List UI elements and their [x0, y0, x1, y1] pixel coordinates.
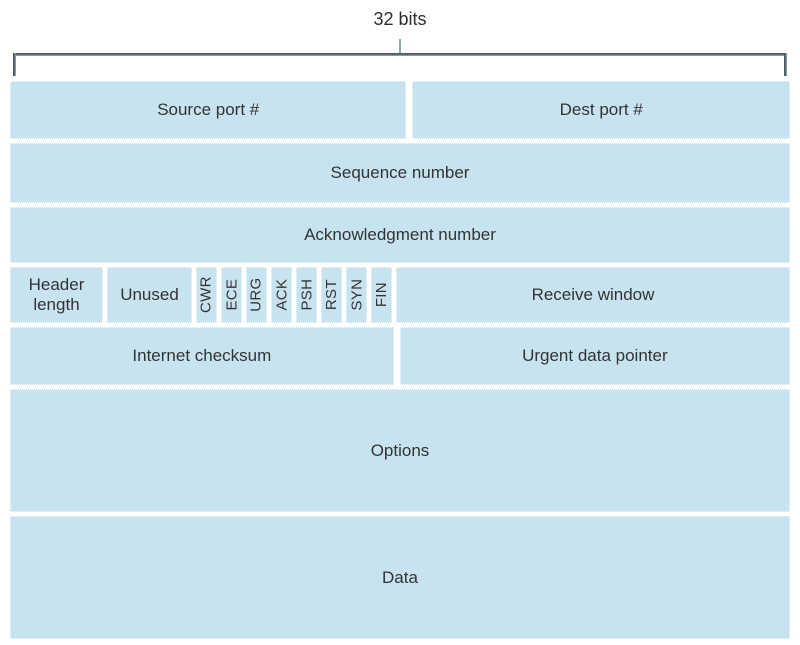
field-options: Options — [10, 389, 790, 512]
flag-ack: ACK — [271, 267, 292, 323]
field-internet-checksum: Internet checksum — [10, 327, 394, 385]
flag-fin: FIN — [371, 267, 392, 323]
flag-syn: SYN — [346, 267, 367, 323]
flag-urg-label: URG — [247, 277, 265, 313]
flag-cwr-label: CWR — [197, 276, 215, 314]
flag-urg: URG — [246, 267, 267, 323]
row-data: Data — [10, 516, 790, 639]
bracket-right-tick — [784, 53, 787, 76]
flag-ece-label: ECE — [222, 279, 240, 311]
row-checksum: Internet checksum Urgent data pointer — [10, 327, 791, 385]
flag-psh: PSH — [296, 267, 317, 323]
row-options: Options — [10, 389, 790, 512]
row-acknowledgment: Acknowledgment number — [10, 207, 790, 263]
field-rows: Source port # Dest port # Sequence numbe… — [10, 81, 791, 639]
row-flags: Header length Unused CWR ECE URG ACK PSH… — [10, 267, 790, 323]
row-ports: Source port # Dest port # — [10, 81, 790, 139]
field-acknowledgment-number: Acknowledgment number — [10, 207, 790, 263]
field-data: Data — [10, 516, 790, 639]
bits-bracket-line — [13, 53, 787, 56]
flag-rst-label: RST — [322, 279, 340, 311]
field-receive-window: Receive window — [396, 267, 790, 323]
flag-ack-label: ACK — [272, 279, 290, 311]
field-source-port: Source port # — [10, 81, 407, 139]
flag-psh-label: PSH — [297, 279, 315, 311]
flag-rst: RST — [321, 267, 342, 323]
bits-width-label: 32 bits — [373, 9, 427, 29]
bracket-center-tick — [399, 39, 401, 54]
field-unused: Unused — [107, 267, 192, 323]
flag-cwr: CWR — [196, 267, 217, 323]
field-urgent-data-pointer: Urgent data pointer — [399, 327, 791, 385]
flag-fin-label: FIN — [372, 282, 390, 308]
field-dest-port: Dest port # — [412, 81, 790, 139]
flag-syn-label: SYN — [347, 279, 365, 311]
bracket-left-tick — [13, 53, 16, 76]
flag-ece: ECE — [221, 267, 242, 323]
field-sequence-number: Sequence number — [10, 143, 790, 203]
row-sequence: Sequence number — [10, 143, 790, 203]
field-header-length: Header length — [10, 267, 103, 323]
